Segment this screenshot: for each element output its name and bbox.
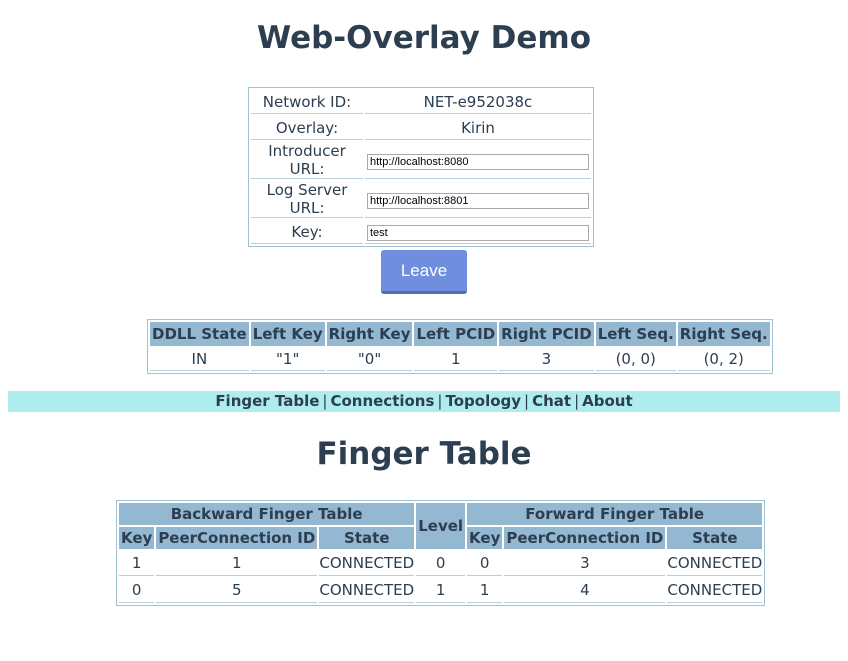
right-pcid-value: 3	[499, 348, 594, 371]
backward-finger-table-header: Backward Finger Table	[119, 503, 415, 525]
finger-sub-header-row: Key PeerConnection ID State Key PeerConn…	[119, 527, 763, 549]
log-server-url-input[interactable]	[367, 192, 589, 209]
introducer-url-input[interactable]	[367, 153, 589, 170]
network-id-value: NET-e952038c	[365, 90, 591, 114]
table-row: 1 1 CONNECTED 0 0 3 CONNECTED	[119, 551, 763, 576]
level-header: Level	[416, 503, 466, 549]
status-header: Right PCID	[499, 322, 594, 346]
introducer-row: Introducer URL:	[251, 142, 591, 179]
nav-separator: |	[574, 392, 580, 410]
forward-finger-table-header: Forward Finger Table	[467, 503, 763, 525]
nav-finger-table[interactable]: Finger Table	[215, 392, 320, 410]
nav-about[interactable]: About	[582, 392, 633, 410]
backward-pcid-header: PeerConnection ID	[156, 527, 318, 549]
backward-pcid: 1	[156, 551, 318, 576]
logserver-row: Log Server URL:	[251, 181, 591, 218]
forward-state: CONNECTED	[667, 551, 763, 576]
forward-pcid: 3	[504, 551, 666, 576]
overlay-row: Overlay: Kirin	[251, 116, 591, 140]
overlay-label: Overlay:	[251, 116, 363, 140]
nav-bar: Finger Table|Connections|Topology|Chat|A…	[8, 391, 840, 412]
leave-button[interactable]: Leave	[381, 250, 467, 294]
key-row: Key:	[251, 220, 591, 244]
forward-key: 0	[467, 551, 503, 576]
page-title: Web-Overlay Demo	[257, 20, 591, 56]
status-header-row: DDLL State Left Key Right Key Left PCID …	[150, 322, 770, 346]
backward-key: 1	[119, 551, 155, 576]
nav-topology[interactable]: Topology	[445, 392, 522, 410]
forward-pcid: 4	[504, 578, 666, 603]
status-header: DDLL State	[150, 322, 249, 346]
status-header: Right Seq.	[677, 322, 770, 346]
key-input[interactable]	[367, 225, 589, 241]
forward-key: 1	[467, 578, 503, 603]
network-id-label: Network ID:	[251, 90, 363, 114]
status-header: Left PCID	[414, 322, 498, 346]
finger-table: Backward Finger Table Level Forward Fing…	[116, 500, 766, 606]
network-id-row: Network ID: NET-e952038c	[251, 90, 591, 114]
nav-separator: |	[437, 392, 443, 410]
ddll-status-table: DDLL State Left Key Right Key Left PCID …	[147, 319, 773, 374]
backward-pcid: 5	[156, 578, 318, 603]
nav-connections[interactable]: Connections	[330, 392, 435, 410]
forward-state: CONNECTED	[667, 578, 763, 603]
status-header: Left Seq.	[595, 322, 676, 346]
level: 0	[416, 551, 466, 576]
log-server-url-label: Log Server URL:	[251, 181, 363, 218]
backward-key: 0	[119, 578, 155, 603]
left-pcid-value: 1	[414, 348, 498, 371]
section-title: Finger Table	[316, 436, 532, 472]
status-value-row: IN "1" "0" 1 3 (0, 0) (0, 2)	[150, 348, 770, 371]
status-header: Right Key	[326, 322, 413, 346]
config-table: Network ID: NET-e952038c Overlay: Kirin …	[248, 87, 594, 247]
left-key-value: "1"	[250, 348, 325, 371]
key-label: Key:	[251, 220, 363, 244]
status-header: Left Key	[250, 322, 325, 346]
forward-state-header: State	[667, 527, 763, 549]
introducer-url-label: Introducer URL:	[251, 142, 363, 179]
forward-pcid-header: PeerConnection ID	[504, 527, 666, 549]
ddll-state-value: IN	[150, 348, 249, 371]
nav-chat[interactable]: Chat	[532, 392, 572, 410]
nav-separator: |	[524, 392, 530, 410]
level: 1	[416, 578, 466, 603]
table-row: 0 5 CONNECTED 1 1 4 CONNECTED	[119, 578, 763, 603]
right-seq-value: (0, 2)	[677, 348, 770, 371]
backward-state-header: State	[319, 527, 415, 549]
forward-key-header: Key	[467, 527, 503, 549]
nav-separator: |	[322, 392, 328, 410]
right-key-value: "0"	[326, 348, 413, 371]
left-seq-value: (0, 0)	[595, 348, 676, 371]
overlay-value: Kirin	[365, 116, 591, 140]
backward-key-header: Key	[119, 527, 155, 549]
backward-state: CONNECTED	[319, 551, 415, 576]
finger-group-header-row: Backward Finger Table Level Forward Fing…	[119, 503, 763, 549]
backward-state: CONNECTED	[319, 578, 415, 603]
